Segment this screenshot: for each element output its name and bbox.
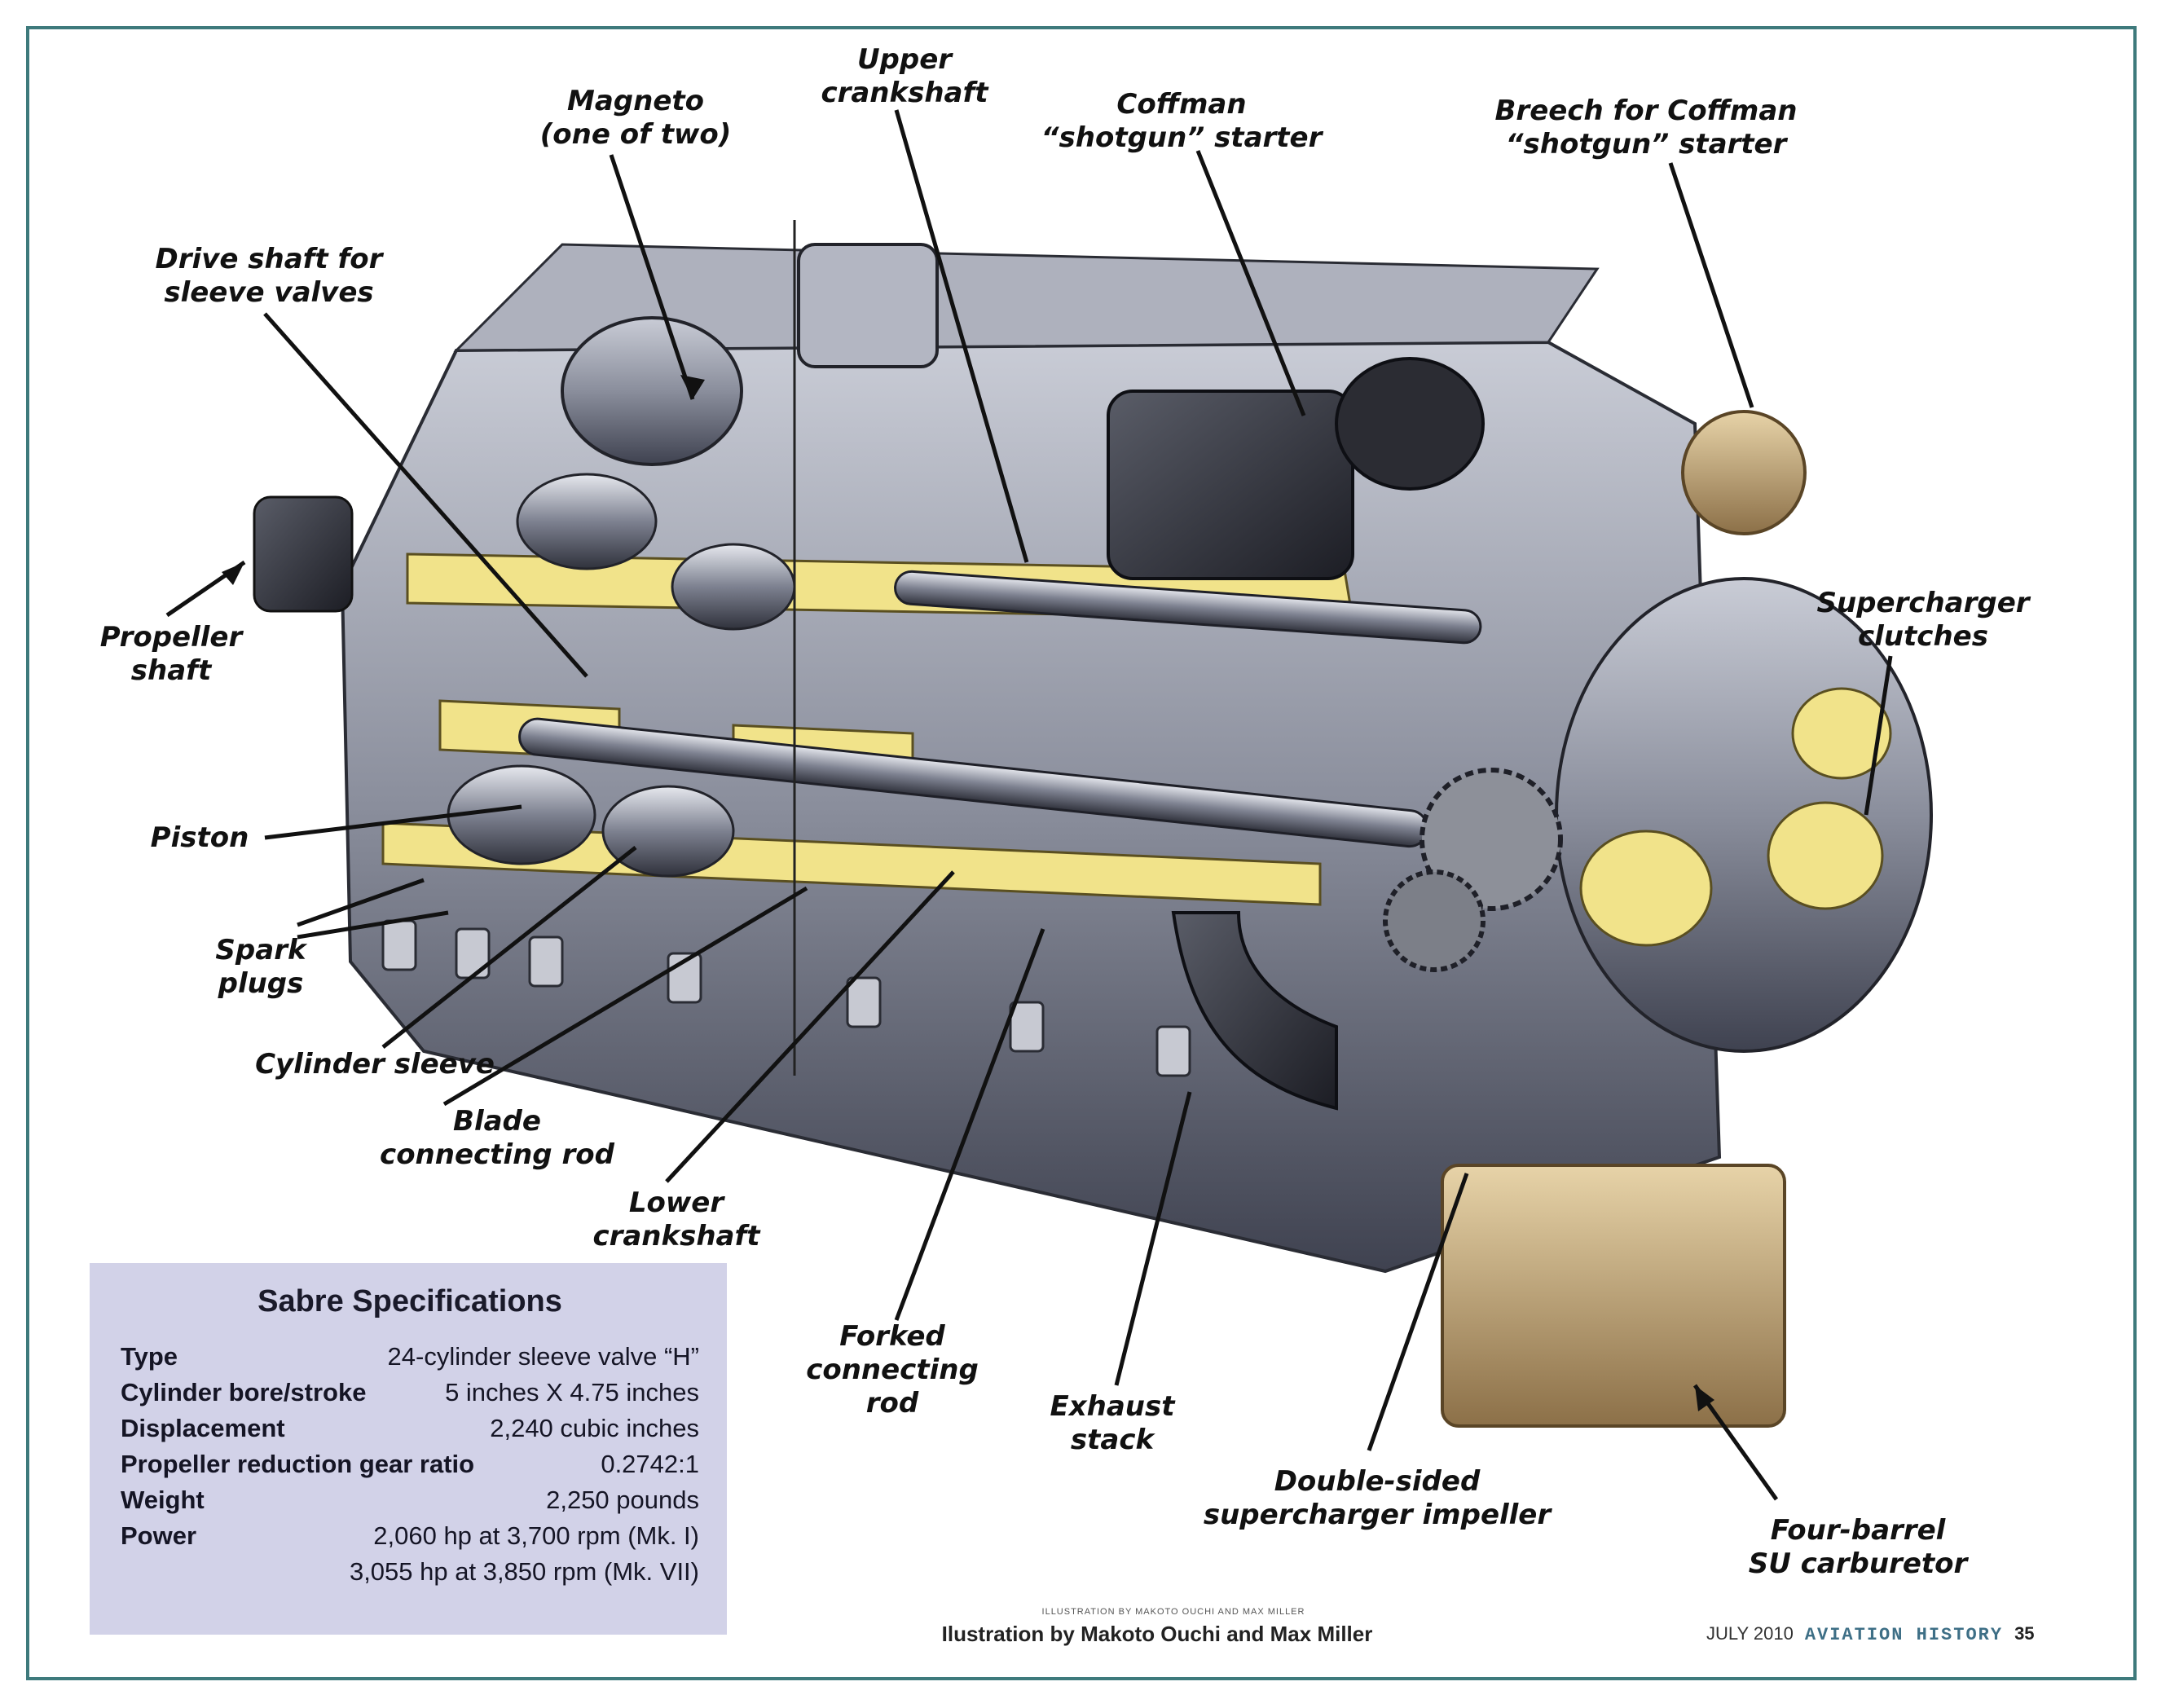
label-piston: Piston bbox=[150, 821, 249, 854]
specifications-panel: Sabre Specifications Type 24-cylinder sl… bbox=[90, 1263, 727, 1635]
spec-key: Weight bbox=[121, 1486, 205, 1514]
label-lower-crankshaft: Lower crankshaft bbox=[592, 1186, 760, 1252]
label-propeller-shaft: Propeller shaft bbox=[99, 621, 243, 687]
label-exhaust-stack: Exhaust stack bbox=[1050, 1390, 1175, 1456]
illustration-credit: Ilustration by Makoto Ouchi and Max Mill… bbox=[941, 1622, 1373, 1646]
label-four-barrel-carburetor: Four-barrel SU carburetor bbox=[1748, 1514, 1968, 1580]
label-cylinder-sleeve: Cylinder sleeve bbox=[255, 1048, 495, 1081]
spec-row-continued: 3,055 hp at 3,850 rpm (Mk. VII) bbox=[121, 1554, 699, 1590]
label-magneto: Magneto (one of two) bbox=[539, 85, 732, 151]
label-supercharger-clutches: Supercharger clutches bbox=[1816, 587, 2030, 653]
spec-key: Displacement bbox=[121, 1414, 285, 1442]
spec-row: Displacement 2,240 cubic inches bbox=[121, 1411, 699, 1446]
magazine-name: AVIATION HISTORY bbox=[1804, 1625, 2004, 1645]
spec-key: Cylinder bore/stroke bbox=[121, 1378, 367, 1406]
spec-value: 24-cylinder sleeve valve “H” bbox=[387, 1342, 699, 1371]
label-drive-shaft: Drive shaft for sleeve valves bbox=[155, 243, 383, 309]
spec-row: Power 2,060 hp at 3,700 rpm (Mk. I) bbox=[121, 1518, 699, 1554]
label-upper-crankshaft: Upper crankshaft bbox=[821, 43, 988, 109]
label-blade-connecting-rod: Blade connecting rod bbox=[380, 1105, 614, 1171]
specs-title: Sabre Specifications bbox=[257, 1284, 562, 1318]
spec-row: Cylinder bore/stroke 5 inches X 4.75 inc… bbox=[121, 1375, 699, 1411]
spec-value: 2,060 hp at 3,700 rpm (Mk. I) bbox=[373, 1521, 699, 1550]
leader-lines bbox=[165, 109, 1893, 1501]
page-folio: JULY 2010 AVIATION HISTORY 35 bbox=[1706, 1623, 2035, 1645]
spec-key: Power bbox=[121, 1521, 197, 1550]
spec-value: 3,055 hp at 3,850 rpm (Mk. VII) bbox=[349, 1557, 699, 1586]
spec-row: Propeller reduction gear ratio 0.2742:1 bbox=[121, 1446, 699, 1482]
spec-value: 2,240 cubic inches bbox=[490, 1414, 699, 1442]
issue-date: JULY 2010 bbox=[1706, 1623, 1794, 1644]
leader-arrowheads bbox=[222, 375, 1714, 1411]
page-number: 35 bbox=[2014, 1623, 2035, 1644]
spec-key: Propeller reduction gear ratio bbox=[121, 1450, 475, 1478]
label-spark-plugs: Spark plugs bbox=[215, 934, 306, 1000]
label-coffman-starter: Coffman “shotgun” starter bbox=[1041, 88, 1323, 154]
label-double-sided-impeller: Double-sided supercharger impeller bbox=[1203, 1465, 1552, 1531]
spec-value: 0.2742:1 bbox=[601, 1450, 699, 1478]
engine-body bbox=[253, 220, 1933, 1428]
spec-row: Type 24-cylinder sleeve valve “H” bbox=[121, 1339, 699, 1375]
illustration-credit-small: ILLUSTRATION BY MAKOTO OUCHI AND MAX MIL… bbox=[1041, 1607, 1305, 1617]
spec-row: Weight 2,250 pounds bbox=[121, 1482, 699, 1518]
label-breech-coffman: Breech for Coffman “shotgun” starter bbox=[1494, 95, 1798, 161]
spec-value: 5 inches X 4.75 inches bbox=[445, 1378, 699, 1406]
label-forked-connecting-rod: Forked connecting rod bbox=[806, 1320, 979, 1420]
spec-value: 2,250 pounds bbox=[546, 1486, 699, 1514]
spec-key: Type bbox=[121, 1342, 178, 1371]
